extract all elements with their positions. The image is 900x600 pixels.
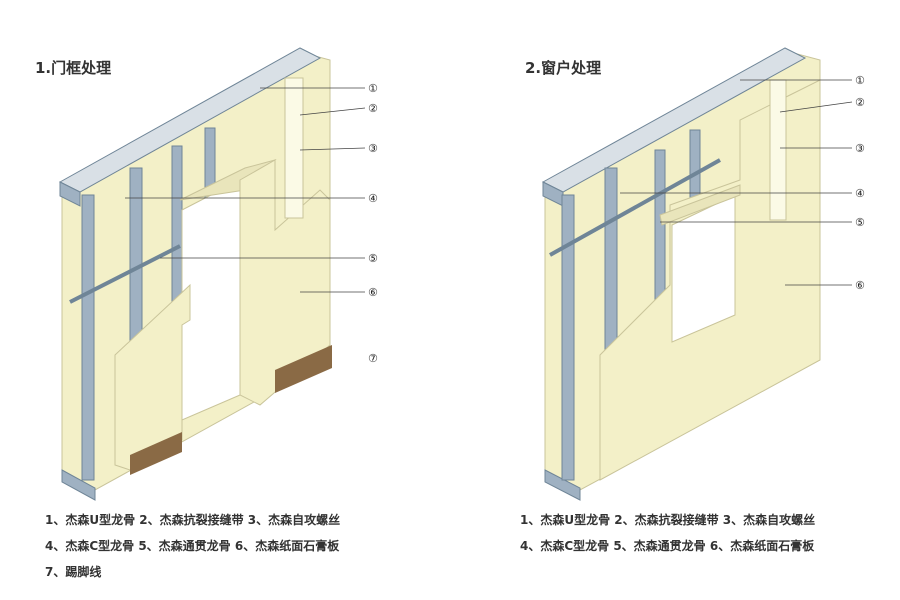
right-legend-line-2: 4、杰森C型龙骨 5、杰森通贯龙骨 6、杰森纸面石膏板	[520, 539, 815, 553]
left-legend-line-1: 1、杰森U型龙骨 2、杰森抗裂接缝带 3、杰森自攻螺丝	[45, 513, 341, 527]
right-legend: 1、杰森U型龙骨 2、杰森抗裂接缝带 3、杰森自攻螺丝 4、杰森C型龙骨 5、杰…	[520, 507, 815, 559]
window-frame-diagram	[541, 47, 853, 501]
right-callout-1: ①	[855, 74, 865, 87]
door-opening	[181, 179, 241, 421]
front-board-left	[114, 283, 191, 471]
c-stud-1	[81, 194, 95, 481]
window-c-stud-1	[561, 194, 575, 481]
right-callout-3: ③	[855, 142, 865, 155]
left-legend-line-2: 4、杰森C型龙骨 5、杰森通贯龙骨 6、杰森纸面石膏板	[45, 539, 340, 553]
top-u-track-face	[59, 181, 81, 207]
right-callout-4: ④	[855, 187, 865, 200]
left-callout-6: ⑥	[368, 286, 378, 299]
left-legend: 1、杰森U型龙骨 2、杰森抗裂接缝带 3、杰森自攻螺丝 4、杰森C型龙骨 5、杰…	[45, 507, 340, 585]
left-callout-5: ⑤	[368, 252, 378, 265]
window-through-channel	[549, 158, 721, 257]
right-callout-2: ②	[855, 96, 865, 109]
right-callout-6: ⑥	[855, 279, 865, 292]
window-bottom-u-track	[544, 469, 581, 501]
right-panel-title: 2.窗户处理	[525, 59, 602, 77]
left-callout-2: ②	[368, 102, 378, 115]
left-callout-3: ③	[368, 142, 378, 155]
window-c-stud-4	[689, 129, 701, 201]
left-callout-7: ⑦	[368, 352, 378, 365]
door-frame-diagram	[58, 47, 366, 501]
through-channel	[69, 244, 181, 304]
left-callout-4: ④	[368, 192, 378, 205]
front-board-right	[239, 159, 331, 406]
left-leader-lines	[125, 87, 366, 293]
skirting-right	[275, 345, 332, 393]
left-panel-title: 1.门框处理	[35, 59, 112, 77]
joint-tape	[284, 77, 304, 219]
bottom-u-track	[61, 469, 96, 501]
skirting-left	[130, 432, 182, 475]
left-callout-1: ①	[368, 82, 378, 95]
window-joint-tape	[769, 79, 787, 221]
right-leader-lines	[620, 79, 853, 286]
right-legend-line-1: 1、杰森U型龙骨 2、杰森抗裂接缝带 3、杰森自攻螺丝	[520, 513, 816, 527]
left-legend-line-3: 7、踢脚线	[45, 565, 102, 579]
right-callout-5: ⑤	[855, 216, 865, 229]
window-c-stud-3	[654, 149, 666, 311]
